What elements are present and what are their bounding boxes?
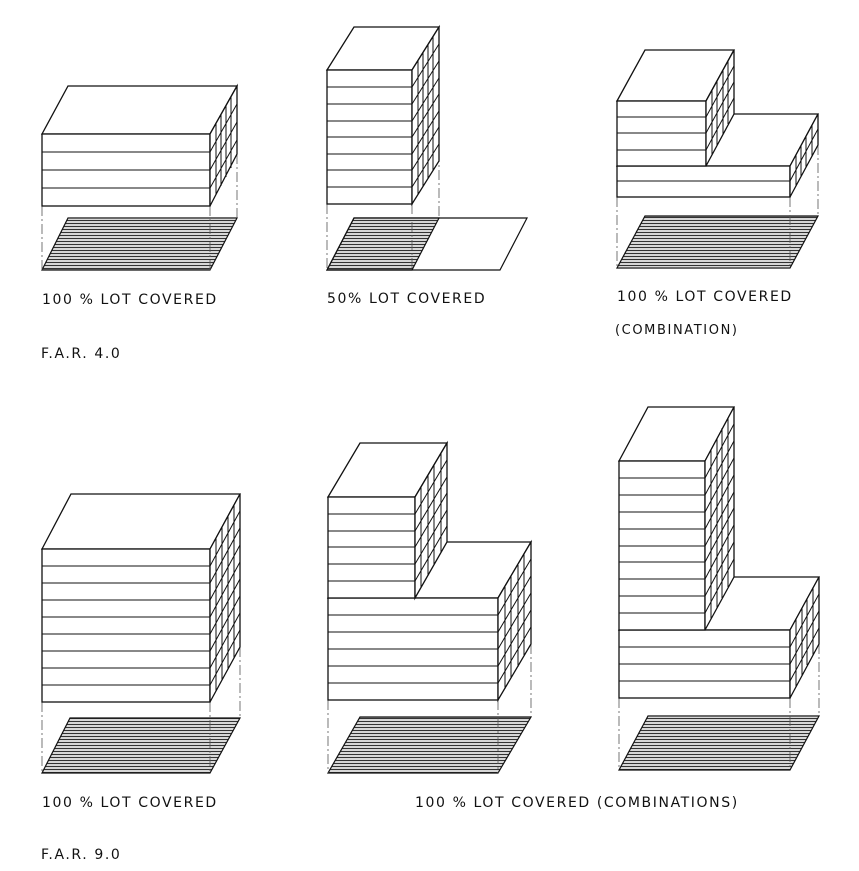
lot-covered-half [326, 217, 440, 271]
caption-top-right: 100 % LOT COVERED [617, 289, 793, 305]
roof-top-left [40, 85, 239, 135]
lot-plane-top-left [41, 217, 238, 271]
building-top-right [615, 49, 820, 269]
floor-lines-top-middle [327, 36, 440, 194]
lot-plane-bottom-middle [326, 716, 533, 774]
roof-bottom-left [40, 493, 242, 550]
lot-plane-top-right [615, 215, 820, 269]
far-label-top: F.A.R. 4.0 [41, 346, 122, 362]
caption-bottom-combined: 100 % LOT COVERED (COMBINATIONS) [415, 795, 739, 811]
lot-plane-bottom-right [617, 715, 821, 771]
caption-bottom-left: 100 % LOT COVERED [42, 795, 218, 811]
floor-lines-top-left [42, 96, 238, 195]
building-bottom-middle [326, 440, 533, 774]
building-bottom-right [617, 406, 821, 771]
floor-lines-bottom-left [42, 505, 241, 691]
building-top-middle [325, 24, 528, 271]
caption-top-right-sub: (COMBINATION) [615, 323, 739, 338]
lot-plane-bottom-left [41, 717, 242, 774]
building-bottom-left [40, 493, 242, 774]
far-label-bottom: F.A.R. 9.0 [41, 847, 122, 863]
caption-top-left: 100 % LOT COVERED [42, 292, 218, 308]
caption-top-middle: 50% LOT COVERED [327, 291, 487, 307]
facade-front-bottom-left [41, 548, 211, 703]
building-top-left [40, 83, 239, 271]
